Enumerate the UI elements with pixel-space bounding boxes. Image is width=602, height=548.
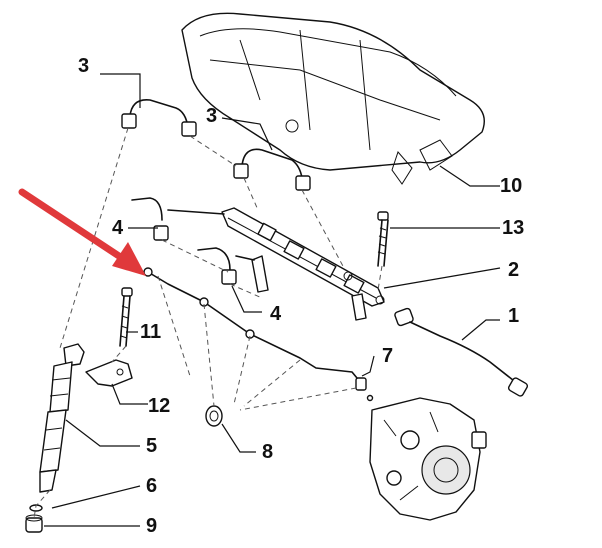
- red-pointer-arrow-icon: [18, 188, 146, 276]
- high-pressure-pipe-part: [394, 307, 529, 397]
- clamp-12-part: [85, 359, 133, 387]
- callout-7: 7: [382, 345, 393, 367]
- callout-2: 2: [508, 259, 519, 281]
- callout-8: 8: [262, 441, 273, 463]
- pipe-4-upper: [131, 197, 225, 241]
- nut-9-part: [25, 514, 43, 533]
- callout-1: 1: [508, 305, 519, 327]
- injector-pipe-b: [233, 148, 311, 191]
- callout-5: 5: [146, 435, 157, 457]
- bolt-13-part: [377, 211, 389, 267]
- callout-12: 12: [148, 395, 170, 417]
- leader-lines: [44, 73, 501, 527]
- callout-6: 6: [146, 475, 157, 497]
- fuel-rail-part: [221, 207, 385, 321]
- callout-13: 13: [502, 217, 524, 239]
- callout-3-right: 3: [206, 105, 217, 127]
- callout-4-upper: 4: [112, 217, 124, 239]
- seal-6-part: [29, 504, 43, 512]
- pipe-4-lower: [197, 247, 255, 285]
- callout-11: 11: [140, 321, 161, 343]
- engine-cover-part: [181, 12, 485, 185]
- return-line-part: [143, 267, 374, 402]
- o-ring-8-inner: [209, 410, 219, 422]
- callout-10: 10: [500, 175, 522, 197]
- bolt-11-part: [119, 287, 133, 347]
- o-ring-8-part: [205, 405, 223, 427]
- callout-9: 9: [146, 515, 157, 537]
- fuel-pump-part: [369, 397, 487, 521]
- injector-pipe-a: [121, 99, 197, 137]
- callout-4-lower: 4: [270, 303, 282, 325]
- injector-5-part: [39, 343, 85, 493]
- assembly-dashed-lines: [33, 127, 383, 519]
- callout-3-left: 3: [78, 55, 89, 77]
